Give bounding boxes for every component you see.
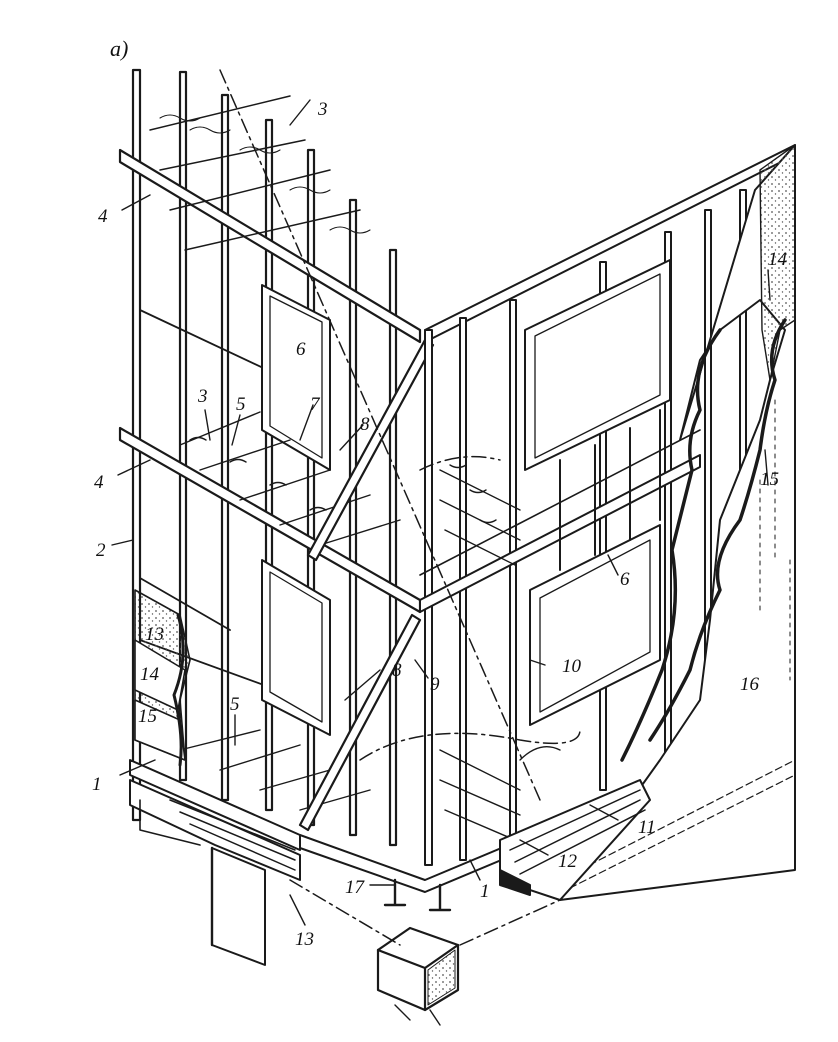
callout-1-right: 1 [480,881,490,902]
construction-lines [219,69,581,946]
callout-15-left: 15 [138,706,157,727]
diagonal-braces [298,338,435,832]
callout-16: 13 [295,929,314,950]
right-foundation [499,779,651,901]
left-wall-layers [134,589,191,767]
callout-4-mid: 3 [197,386,208,407]
callout-3-mid: 4 [94,472,104,493]
callout-5-mid: 5 [236,394,246,415]
pier-post [211,847,266,966]
window-opening-lower [261,559,331,736]
callout-13-left: 13 [145,624,164,645]
right-wall-layers [559,144,796,901]
callout-10: 10 [562,656,582,677]
panel-label: а) [110,36,128,61]
upper-plate [118,148,422,344]
right-window-upper [524,259,671,471]
callout-3-upper: 4 [98,206,108,227]
anchor-bolts [383,878,452,912]
callout-1-left: 1 [92,774,102,795]
right-window-lower [529,524,661,726]
leader-lines [111,99,771,926]
callout-9: 9 [430,674,440,695]
callout-8-lower: 8 [392,660,402,681]
sheathing-outer [559,144,796,901]
callout-11: 11 [638,817,656,838]
callout-6-upper: 6 [296,339,306,360]
right-wall-frame [299,144,796,893]
left-foundation [129,779,301,966]
callout-14-left: 14 [140,664,160,685]
callout-7: 7 [310,394,321,415]
callout-13-right: 14 [768,249,788,270]
callout-labels: а) 3 4 14 6 3 5 7 8 4 15 2 6 13 10 9 8 1… [92,36,788,950]
callout-4-top: 3 [317,99,328,120]
callout-15-right: 16 [740,674,760,695]
pier-block [376,926,460,1026]
callout-17: 17 [345,877,366,898]
left-wall-frame [118,68,422,851]
callout-5-bottom: 5 [230,694,240,715]
callout-12: 12 [558,851,578,872]
callout-2: 2 [96,540,106,561]
callout-14-right: 15 [760,469,779,490]
callout-18-upper: 8 [360,414,370,435]
callout-6-lower: 6 [620,569,630,590]
